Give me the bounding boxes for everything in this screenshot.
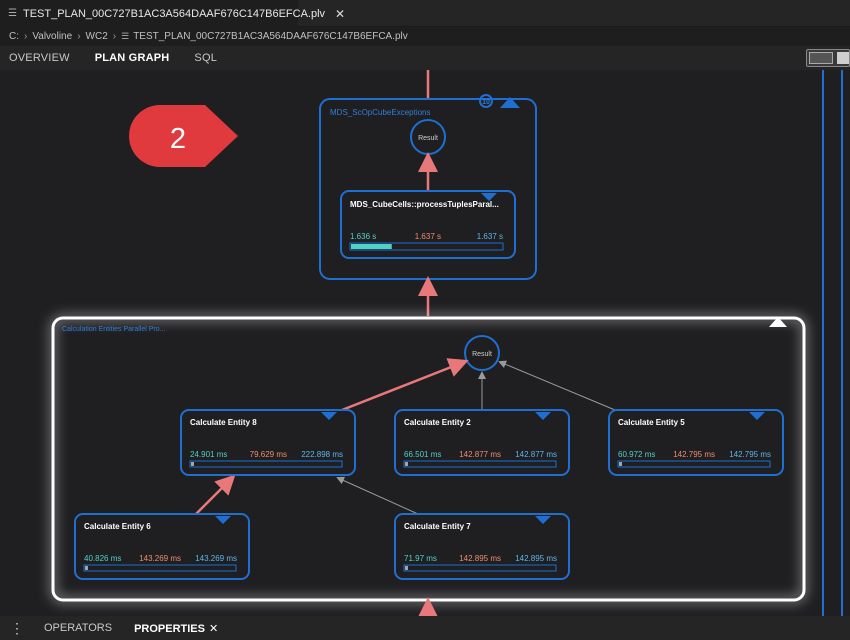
chevron-right-icon: ›: [24, 31, 28, 42]
entity-node[interactable]: Calculate Entity 8 24.901 ms 79.629 ms 222.…: [180, 409, 356, 476]
bottom-group-title: Calculation Entities Parallel Pro...: [62, 326, 166, 333]
entity-node[interactable]: Calculate Entity 7 71.97 ms 142.895 ms 142.…: [394, 513, 570, 580]
result-label-bottom: Result: [472, 351, 492, 358]
file-icon: ☰: [8, 8, 17, 19]
breadcrumb-folder1[interactable]: Valvoline: [32, 31, 73, 42]
chevron-right-icon: ›: [77, 31, 81, 42]
entity-time-2: 142.877 ms: [459, 450, 501, 459]
entity-progress-fill: [191, 462, 194, 466]
entity-time-1: 24.901 ms: [190, 450, 227, 459]
expand-triangle-icon: [749, 412, 765, 420]
operator-time-1: 1.636 s: [350, 232, 376, 241]
close-tab-icon[interactable]: ✕: [335, 6, 346, 21]
entity-name: Calculate Entity 6: [84, 522, 151, 531]
expand-triangle-icon: [321, 412, 337, 420]
entity-time-3: 222.898 ms: [301, 450, 343, 459]
collapse-triangle-icon: [769, 317, 787, 327]
entity-time-1: 60.972 ms: [618, 450, 655, 459]
operator-name-top: MDS_CubeCells::processTuplesParal...: [350, 200, 499, 209]
operator-node-top: [340, 190, 516, 259]
operator-time-2: 1.637 s: [415, 232, 441, 241]
edge-entity5-to-result: [498, 360, 616, 411]
entity-progress-fill: [85, 566, 88, 570]
more-options-icon[interactable]: ⋮: [10, 619, 24, 636]
entity-node-box: [608, 409, 784, 476]
single-view-icon[interactable]: [837, 52, 849, 64]
breadcrumb-file[interactable]: TEST_PLAN_00C727B1AC3A564DAAF676C147B6EF…: [133, 31, 408, 42]
entity-node-box: [394, 513, 570, 580]
split-view-icon[interactable]: [809, 52, 833, 64]
file-icon: ☰: [121, 31, 130, 41]
entity-node[interactable]: Calculate Entity 5 60.972 ms 142.795 ms 142…: [608, 409, 784, 476]
entity-name: Calculate Entity 8: [190, 418, 257, 427]
close-panel-icon[interactable]: ✕: [208, 622, 219, 635]
entity-node-box: [394, 409, 570, 476]
entity-time-2: 142.895 ms: [459, 554, 501, 563]
editor-tab[interactable]: ☰ TEST_PLAN_00C727B1AC3A564DAAF676C147B6…: [0, 0, 345, 27]
entity-name: Calculate Entity 7: [404, 522, 471, 531]
layout-toggle[interactable]: [806, 49, 850, 67]
callout-number: 2: [170, 123, 186, 155]
expand-triangle-icon: [481, 193, 497, 201]
tab-overview[interactable]: OVERVIEW: [9, 52, 70, 64]
tab-operators[interactable]: OPERATORS: [44, 622, 113, 634]
result-label-top: Result: [418, 135, 438, 142]
breadcrumb-folder2[interactable]: WC2: [85, 31, 108, 42]
top-group-badge: 10: [482, 99, 490, 106]
breadcrumb: C: › Valvoline › WC2 › ☰ TEST_PLAN_00C72…: [0, 27, 850, 46]
bottom-panel-tabs: ⋮ OPERATORS PROPERTIES✕: [0, 616, 850, 640]
progress-track-top: [349, 242, 504, 251]
operator-time-3: 1.637 s: [477, 232, 503, 241]
entity-node-box: [74, 513, 250, 580]
entity-nodes: Calculate Entity 8 24.901 ms 79.629 ms 222.…: [74, 409, 784, 580]
tab-sql[interactable]: SQL: [194, 52, 218, 64]
editor-tab-title: TEST_PLAN_00C727B1AC3A564DAAF676C147B6EF…: [22, 7, 326, 20]
entity-progress-track: [83, 564, 237, 572]
entity-time-3: 143.269 ms: [195, 554, 237, 563]
entity-time-1: 40.826 ms: [84, 554, 121, 563]
plan-graph-canvas[interactable]: MDS_ScOpCubeExceptions 10 Result MDS_Cub…: [0, 70, 850, 616]
entity-node-box: [180, 409, 356, 476]
expand-triangle-icon: [215, 516, 231, 524]
result-node-bottom: [464, 335, 500, 371]
entity-time-2: 79.629 ms: [250, 450, 287, 459]
tab-plan-graph[interactable]: PLAN GRAPH: [94, 52, 170, 64]
edge-entity6-to-entity8: [195, 474, 236, 515]
entity-time-3: 142.795 ms: [729, 450, 771, 459]
top-group-badge-ring: [479, 94, 493, 108]
entity-node[interactable]: Calculate Entity 2 66.501 ms 142.877 ms 142…: [394, 409, 570, 476]
entity-name: Calculate Entity 5: [618, 418, 685, 427]
progress-fill-top: [351, 244, 392, 249]
entity-progress-track: [403, 564, 557, 572]
entity-time-2: 143.269 ms: [139, 554, 181, 563]
title-bar: ☰ TEST_PLAN_00C727B1AC3A564DAAF676C147B6…: [0, 0, 850, 27]
entity-time-1: 71.97 ms: [404, 554, 437, 563]
entity-time-3: 142.895 ms: [515, 554, 557, 563]
edge-entity8-to-result: [341, 358, 469, 412]
entity-progress-fill: [405, 462, 408, 466]
entity-progress-track: [617, 460, 771, 468]
entity-time-1: 66.501 ms: [404, 450, 441, 459]
expand-triangle-icon: [535, 516, 551, 524]
tab-properties-label: PROPERTIES: [134, 622, 205, 635]
collapse-triangle-icon: [500, 97, 520, 108]
entity-node[interactable]: Calculate Entity 6 40.826 ms 143.269 ms 143…: [74, 513, 250, 580]
entity-progress-fill: [405, 566, 408, 570]
edge-entity7-to-entity8: [336, 476, 419, 515]
chevron-right-icon: ›: [112, 31, 117, 42]
entity-time-3: 142.877 ms: [515, 450, 557, 459]
entity-time-2: 142.795 ms: [673, 450, 715, 459]
entity-name: Calculate Entity 2: [404, 418, 471, 427]
entity-progress-track: [403, 460, 557, 468]
callout-badge: [129, 105, 238, 167]
entity-progress-track: [189, 460, 343, 468]
top-group-title: MDS_ScOpCubeExceptions: [330, 108, 431, 117]
expand-triangle-icon: [535, 412, 551, 420]
view-tabs: OVERVIEW PLAN GRAPH SQL: [0, 46, 850, 70]
entity-progress-fill: [619, 462, 622, 466]
breadcrumb-drive[interactable]: C:: [9, 31, 19, 42]
tab-properties[interactable]: PROPERTIES✕: [134, 622, 218, 635]
